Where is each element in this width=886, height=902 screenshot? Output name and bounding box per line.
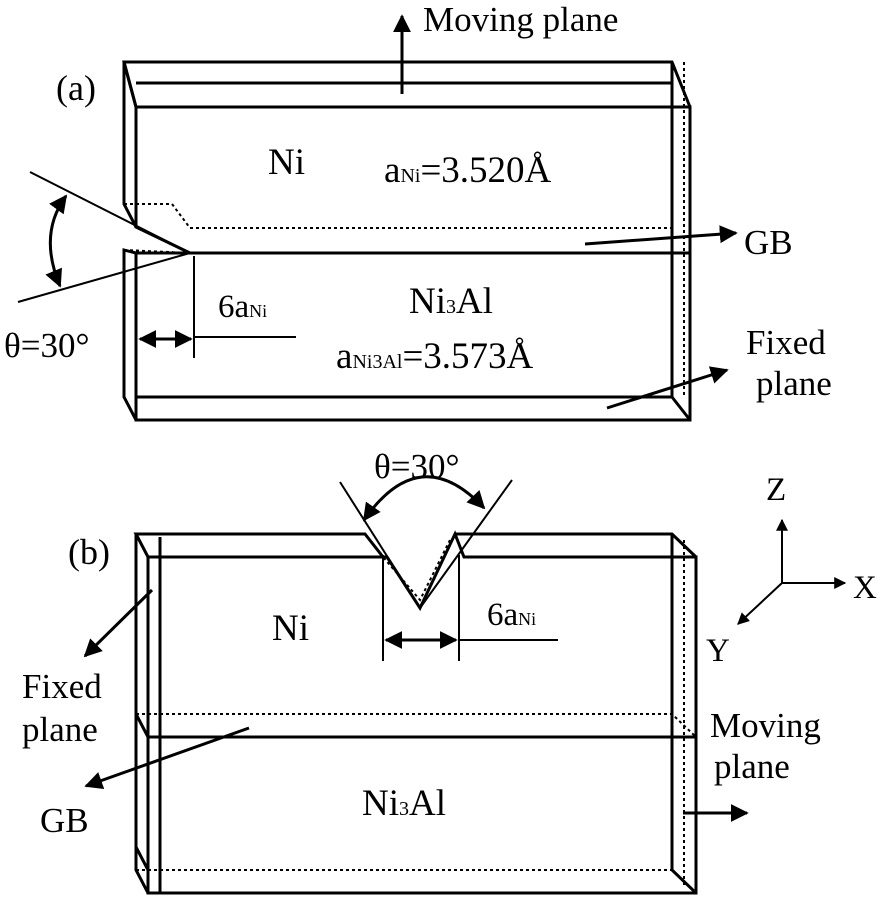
- panel-b-moving-plane-label-2: plane: [714, 747, 790, 786]
- y-axis-label: Y: [706, 633, 730, 669]
- panel-a-angle-line-lower: [17, 252, 191, 303]
- y-axis: [737, 582, 783, 625]
- panel-b-angle-line-right: [419, 479, 513, 609]
- panel-b-fixed-plane-label-1: Fixed: [22, 667, 102, 706]
- panel-b-moving-plane-label-1: Moving: [710, 706, 821, 745]
- panel-a-gb-arrow: [584, 225, 738, 246]
- panel-b-fixed-plane-label-2: plane: [22, 710, 98, 749]
- panel-a-fixed-plane-label-1: Fixed: [746, 323, 826, 362]
- panel-a-gb-label: GB: [744, 223, 793, 262]
- panel-a-lattice-ni: aNi=3.520Å: [384, 150, 552, 191]
- panel-b-label: (b): [68, 532, 110, 572]
- panel-b-gb-arrow: [84, 726, 250, 790]
- z-axis-label: Z: [766, 472, 786, 508]
- panel-a-lattice-ni3al: aNi3Al=3.573Å: [336, 336, 534, 377]
- panel-a-fixed-plane-label-2: plane: [756, 364, 832, 403]
- panel-b-angle-label: θ=30°: [374, 447, 460, 486]
- panel-b: (b) θ=30° Ni 6aNi Fixed plane Moving pla…: [22, 447, 821, 895]
- panel-a-fixed-arrow: [606, 366, 729, 410]
- panel-a-angle-arc: [45, 194, 68, 288]
- panel-a-moving-plane-label: Moving plane: [423, 0, 618, 39]
- panel-b-angle-line-left: [339, 481, 421, 609]
- panel-b-ni3al-label: Ni3Al: [362, 783, 446, 824]
- panel-b-fixed-arrow: [83, 588, 154, 658]
- panel-b-angle-arc: [362, 475, 486, 522]
- panel-a-ni-label: Ni: [268, 142, 305, 183]
- panel-a-crack-length: 6aNi: [218, 289, 267, 325]
- panel-a-label: (a): [56, 68, 96, 108]
- panel-a-ni3al-label: Ni3Al: [409, 281, 493, 322]
- panel-a-angle-line-upper: [29, 171, 191, 254]
- panel-a-block: [122, 60, 692, 422]
- panel-b-block: [133, 530, 698, 895]
- panel-a-angle-label: θ=30°: [4, 326, 90, 365]
- panel-b-ni-label: Ni: [272, 608, 309, 649]
- panel-b-crack-length: 6aNi: [487, 597, 536, 633]
- panel-b-gb-label: GB: [40, 801, 89, 840]
- x-axis-label: X: [853, 570, 877, 606]
- coordinate-axes: Z X Y: [706, 472, 877, 669]
- panel-a: (a) Moving plane Ni aNi=3.520Å GB Ni3Al …: [4, 0, 832, 422]
